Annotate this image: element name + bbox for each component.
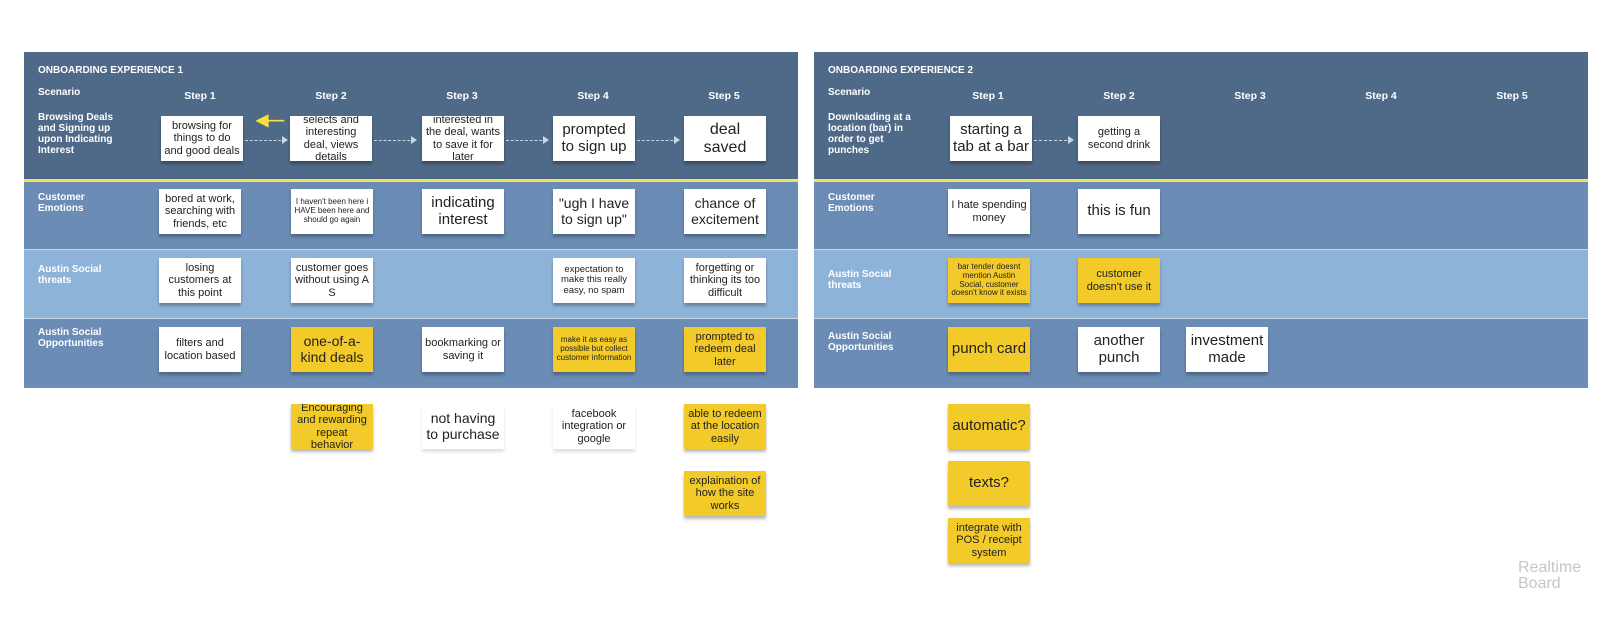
connector-arrow-3 [506,136,549,144]
sticky-note-scenario-step-4[interactable]: prompted to sign up [553,116,635,161]
sticky-note-scenario-step-1[interactable]: browsing for things to do and good deals [161,116,243,161]
threats-band [814,249,1588,318]
step-header-5: Step 5 [1496,90,1528,102]
sticky-note-opportunity-step-1[interactable]: filters and location based [159,327,241,372]
opportunities-band [24,318,798,388]
row-label-emotions: Customer Emotions [828,192,875,214]
sticky-note-threat-step-1[interactable]: losing customers at this point [159,258,241,303]
sticky-note-scenario-step-5[interactable]: deal saved [684,116,766,161]
sticky-note-extra-step-5b[interactable]: explaination of how the site works [684,471,766,516]
scenario-band [24,52,798,179]
step-header-4: Step 4 [577,90,609,102]
connector-arrow-4 [637,136,680,144]
realtimeboard-watermark: Realtime Board [1518,559,1582,592]
row-label-emotions: Customer Emotions [38,192,85,214]
sticky-note-extra-step-3[interactable]: not having to purchase [422,404,504,449]
sticky-note-scenario-step-3[interactable]: interested in the deal, wants to save it… [422,116,504,161]
sticky-note-extra-step-5a[interactable]: able to redeem at the location easily [684,404,766,449]
sticky-note-opportunity-step-2[interactable]: another punch [1078,327,1160,372]
row-label-opportunities: Austin Social Opportunities [828,331,894,353]
connector-arrow-1 [245,136,288,144]
sticky-note-emotion-step-2[interactable]: this is fun [1078,189,1160,234]
row-label-threats: Austin Social threats [828,269,892,291]
row-label-scenario: Scenario [828,87,871,98]
board-title: ONBOARDING EXPERIENCE 2 [828,65,974,76]
scenario-description: Downloading at a location (bar) in order… [828,112,911,156]
onboarding-board-2: ONBOARDING EXPERIENCE 2 Scenario Downloa… [814,52,1588,388]
onboarding-board-1: ONBOARDING EXPERIENCE 1 Scenario Browsin… [24,52,798,388]
sticky-note-emotion-step-1[interactable]: bored at work, searching with friends, e… [159,189,241,234]
board-title: ONBOARDING EXPERIENCE 1 [38,65,184,76]
sticky-note-extra-step-2[interactable]: Encouraging and rewarding repeat behavio… [291,404,373,449]
sticky-note-opportunity-step-2[interactable]: one-of-a-kind deals [291,327,373,372]
sticky-note-opportunity-step-5[interactable]: prompted to redeem deal later [684,327,766,372]
sticky-note-extra-c[interactable]: integrate with POS / receipt system [948,518,1030,563]
sticky-note-emotion-step-1[interactable]: I hate spending money [948,189,1030,234]
connector-arrow-1 [1034,136,1074,144]
scenario-band [814,52,1588,179]
sticky-note-opportunity-step-4[interactable]: make it as easy as possible but collect … [553,327,635,372]
row-label-scenario: Scenario [38,87,81,98]
step-header-2: Step 2 [1103,90,1135,102]
sticky-note-threat-step-2[interactable]: customer doesn't use it [1078,258,1160,303]
emotions-band [24,182,798,249]
step-header-5: Step 5 [708,90,740,102]
sticky-note-emotion-step-5[interactable]: chance of excitement [684,189,766,234]
threats-band [24,249,798,318]
divider-line [24,179,798,182]
sticky-note-emotion-step-2[interactable]: I haven't been here i HAVE been here and… [291,189,373,234]
sticky-note-threat-step-2[interactable]: customer goes without using A S [291,258,373,303]
step-header-4: Step 4 [1365,90,1397,102]
sticky-note-threat-step-1[interactable]: bar tender doesnt mention Austin Social,… [948,258,1030,303]
step-header-3: Step 3 [1234,90,1266,102]
sticky-note-extra-a[interactable]: automatic? [948,404,1030,449]
step-header-1: Step 1 [184,90,216,102]
sticky-note-extra-b[interactable]: texts? [948,461,1030,506]
sticky-note-opportunity-step-1[interactable]: punch card [948,327,1030,372]
arrow-left-icon: ◀— [256,112,285,129]
sticky-note-scenario-step-2[interactable]: getting a second drink [1078,116,1160,161]
sticky-note-opportunity-step-3[interactable]: bookmarking or saving it [422,327,504,372]
row-label-threats: Austin Social threats [38,264,102,286]
sticky-note-opportunity-step-3[interactable]: investment made [1186,327,1268,372]
sticky-note-scenario-step-2[interactable]: selects and interesting deal, views deta… [290,116,372,161]
sticky-note-emotion-step-4[interactable]: "ugh I have to sign up" [553,189,635,234]
sticky-note-scenario-step-1[interactable]: starting a tab at a bar [950,116,1032,161]
sticky-note-threat-step-4[interactable]: expectation to make this really easy, no… [553,258,635,303]
step-header-3: Step 3 [446,90,478,102]
step-header-2: Step 2 [315,90,347,102]
divider-line [814,179,1588,182]
sticky-note-extra-step-4[interactable]: facebook integration or google [553,404,635,449]
sticky-note-emotion-step-3[interactable]: indicating interest [422,189,504,234]
step-header-1: Step 1 [972,90,1004,102]
row-label-opportunities: Austin Social Opportunities [38,327,104,349]
connector-arrow-2 [374,136,417,144]
sticky-note-threat-step-5[interactable]: forgetting or thinking its too difficult [684,258,766,303]
scenario-description: Browsing Deals and Signing up upon Indic… [38,112,114,156]
emotions-band [814,182,1588,249]
